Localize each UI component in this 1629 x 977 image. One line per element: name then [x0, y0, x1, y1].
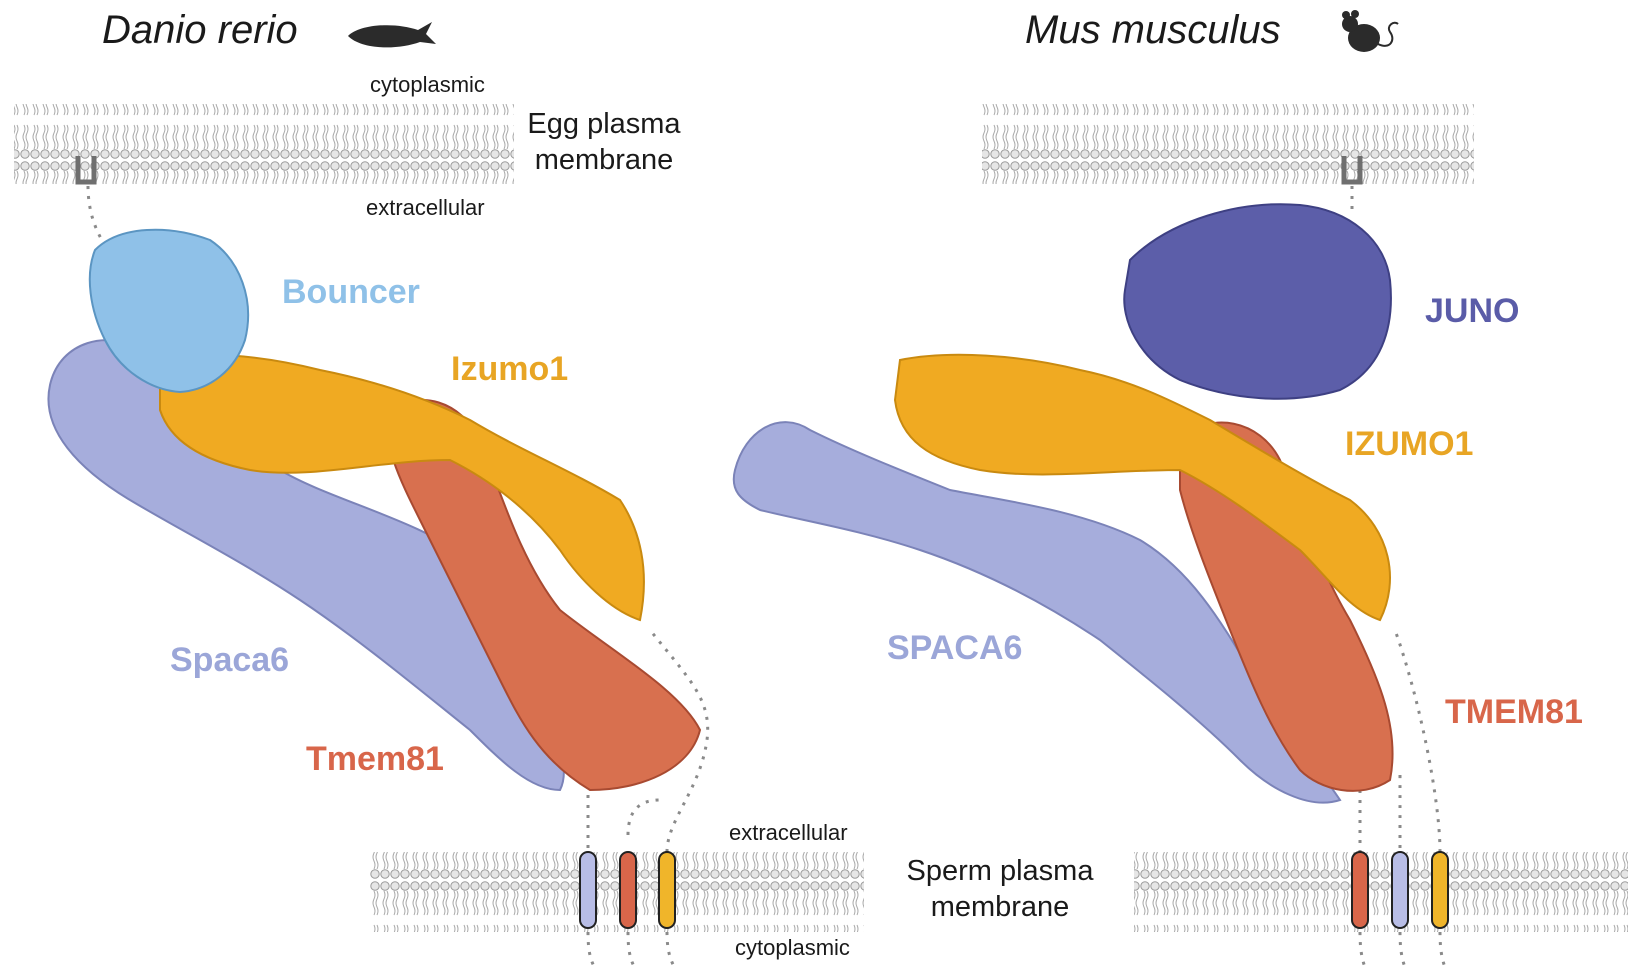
izumo1-ribbon-right: [893, 353, 1391, 622]
egg-cytoplasmic-label: cytoplasmic: [370, 72, 485, 97]
linker-tethers: [86, 185, 1448, 971]
bouncer-ribbon-left: [88, 228, 250, 394]
izumo1-label-left: Izumo1: [451, 350, 569, 388]
spaca6-label-right: SPACA6: [887, 629, 1023, 667]
danio-complex-structure: [47, 228, 702, 792]
egg-membrane-label: Egg plasma membrane: [520, 106, 688, 178]
tmem81-tm-helix-left: [619, 851, 637, 929]
egg-membrane-label-line1: Egg plasma: [527, 108, 681, 140]
juno-ribbon-right: [1123, 203, 1392, 400]
spaca6-label-left: Spaca6: [170, 641, 290, 679]
juno-label: JUNO: [1425, 292, 1520, 330]
sperm-extracellular-label: extracellular: [729, 820, 848, 845]
tmem81-label-left: Tmem81: [306, 740, 444, 778]
egg-plasma-membrane-right: [982, 104, 1474, 184]
izumo1-ribbon-left: [159, 353, 645, 622]
izumo1-label-right: IZUMO1: [1345, 425, 1474, 463]
izumo1-tm-helix-right: [1431, 851, 1449, 929]
sperm-membrane-label-line2: membrane: [930, 891, 1070, 923]
tmem81-ribbon-right: [1179, 421, 1394, 792]
gpi-anchor-left: [75, 156, 97, 185]
egg-extracellular-label: extracellular: [366, 195, 485, 220]
sperm-membrane-label: Sperm plasma membrane: [900, 853, 1100, 925]
sperm-membrane-label-line1: Sperm plasma: [906, 855, 1094, 887]
species-title-left: Danio rerio: [102, 8, 298, 52]
spaca6-tm-helix-right: [1391, 851, 1409, 929]
tmem81-label-right: TMEM81: [1445, 693, 1583, 731]
gpi-anchor-right: [1341, 156, 1363, 185]
sperm-plasma-membrane-right: [1134, 852, 1628, 932]
mus-complex-structure: [732, 203, 1394, 804]
bouncer-label: Bouncer: [282, 273, 420, 311]
tmem81-tm-helix-right: [1351, 851, 1369, 929]
zebrafish-silhouette-icon: [348, 22, 436, 48]
egg-plasma-membrane-left: [14, 104, 514, 184]
spaca6-tm-helix-left: [579, 851, 597, 929]
mouse-silhouette-icon: [1342, 10, 1399, 52]
sperm-plasma-membrane-left: [370, 852, 864, 932]
egg-membrane-label-line2: membrane: [534, 144, 674, 176]
izumo1-tm-helix-left: [658, 851, 676, 929]
species-title-right: Mus musculus: [1025, 8, 1281, 52]
sperm-cytoplasmic-label: cytoplasmic: [735, 935, 850, 960]
